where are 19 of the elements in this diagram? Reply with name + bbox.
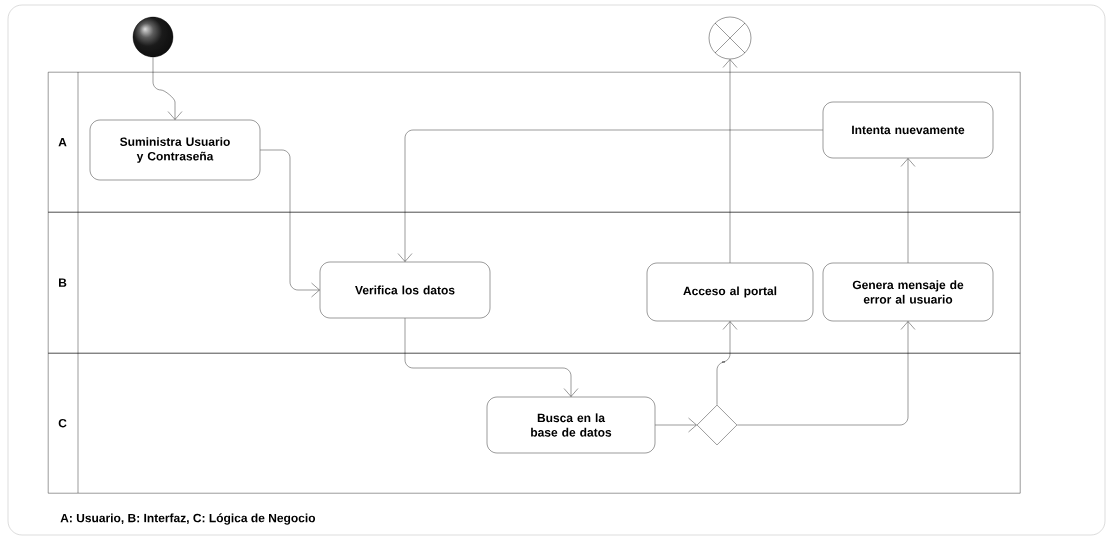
arrow (260, 149, 320, 298)
arrow (722, 59, 738, 263)
legend-note: A: Usuario, B: Interfaz, C: Lógica de Negocio (60, 513, 316, 525)
activity-box: Busca en la base de datos (486, 396, 656, 454)
arrow (900, 158, 916, 263)
activity-box: Verifica los datos (319, 261, 491, 319)
activity-box: Genera mensaje de error al usuario (822, 262, 994, 322)
end-node (708, 16, 752, 60)
arrow (404, 318, 579, 397)
arrow (397, 129, 823, 262)
activity-box: Intenta nuevamente (822, 101, 994, 159)
arrow (655, 417, 697, 433)
decision-diamond (696, 404, 738, 446)
start-node (132, 16, 174, 58)
activity-box: Acceso al portal (646, 262, 814, 322)
activity-box: Suministra Usuario y Contraseña (89, 119, 261, 181)
arrow (152, 57, 183, 120)
arrow (737, 321, 916, 426)
arrow (716, 321, 738, 405)
